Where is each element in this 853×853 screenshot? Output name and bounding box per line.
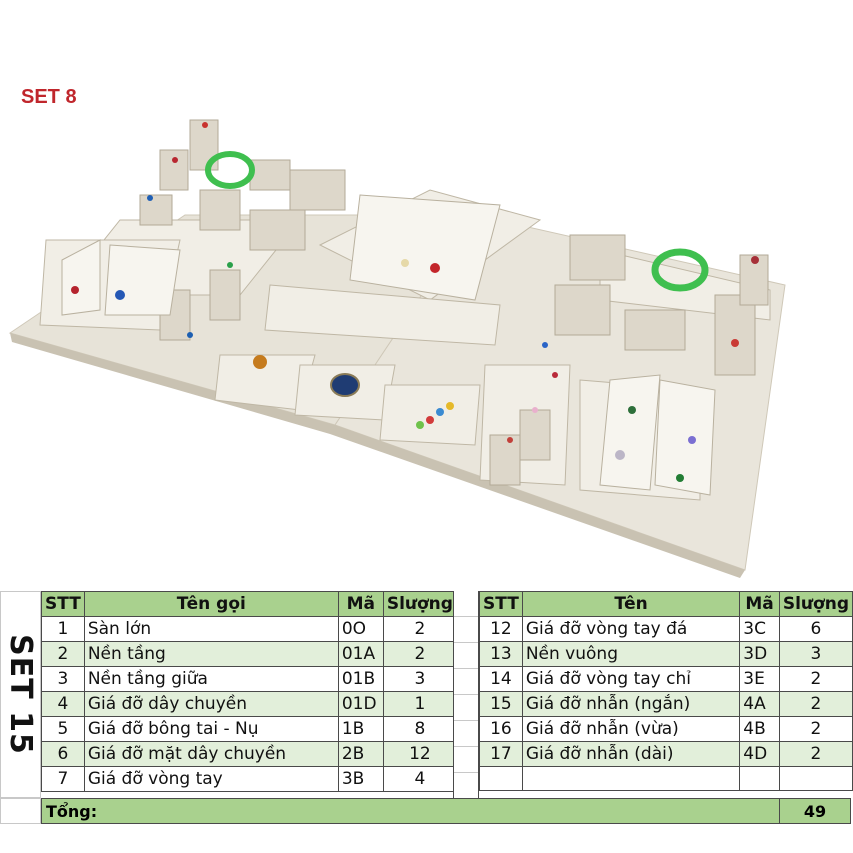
cell-code: 3C <box>739 616 780 642</box>
cell-stt: 16 <box>479 716 523 742</box>
header-code: Mã <box>337 591 384 617</box>
total-separator <box>779 799 780 823</box>
product-table: SET 15 STT Tên gọi Mã Slượng 1 Sàn lớn 0… <box>0 591 853 827</box>
cell-qty: 2 <box>778 691 853 717</box>
cell-stt <box>479 766 523 791</box>
cell-code: 4A <box>739 691 780 717</box>
header-name: Tên gọi <box>83 591 339 617</box>
cell-code: 3D <box>739 641 780 667</box>
total-label: Tổng: <box>46 802 98 821</box>
cell-qty: 12 <box>382 741 457 767</box>
cell-code: 01A <box>337 641 384 667</box>
table-row: 15 Giá đỡ nhẫn (ngắn) 4A 2 <box>479 691 853 717</box>
cell-stt: 12 <box>479 616 523 642</box>
table-row <box>479 766 853 791</box>
cell-qty: 3 <box>778 641 853 667</box>
cell-qty: 2 <box>778 741 853 767</box>
cell-name: Nền vuông <box>521 641 741 667</box>
table-row: 7 Giá đỡ vòng tay 3B 4 <box>41 766 457 792</box>
table-row: 12 Giá đỡ vòng tay đá 3C 6 <box>479 616 853 642</box>
header-qty: Slượng <box>778 591 853 617</box>
header-stt: STT <box>479 591 523 617</box>
cell-name: Giá đỡ vòng tay chỉ <box>521 666 741 692</box>
cell-stt: 2 <box>41 641 85 667</box>
cell-qty: 6 <box>778 616 853 642</box>
cell-name: Giá đỡ dây chuyền <box>83 691 339 717</box>
total-value: 49 <box>803 802 827 821</box>
table-row: 13 Nền vuông 3D 3 <box>479 641 853 667</box>
cell-qty: 1 <box>382 691 457 717</box>
cell-code <box>739 766 780 791</box>
left-table-header: STT Tên gọi Mã Slượng <box>41 591 457 617</box>
cell-stt: 15 <box>479 691 523 717</box>
cell-qty: 2 <box>778 716 853 742</box>
table-row: 3 Nền tầng giữa 01B 3 <box>41 666 457 692</box>
cell-name: Giá đỡ vòng tay <box>83 766 339 792</box>
table-row: 14 Giá đỡ vòng tay chỉ 3E 2 <box>479 666 853 692</box>
cell-qty: 2 <box>382 616 457 642</box>
header-code: Mã <box>739 591 780 617</box>
table-gap-column <box>453 591 479 798</box>
cell-stt: 4 <box>41 691 85 717</box>
cell-name: Giá đỡ nhẫn (dài) <box>521 741 741 767</box>
table-row: 6 Giá đỡ mặt dây chuyền 2B 12 <box>41 741 457 767</box>
side-label-text: SET 15 <box>3 634 39 755</box>
side-label: SET 15 <box>0 591 41 798</box>
cell-qty <box>778 766 853 791</box>
cell-code: 0O <box>337 616 384 642</box>
cell-name: Giá đỡ mặt dây chuyền <box>83 741 339 767</box>
cell-name: Nền tầng <box>83 641 339 667</box>
table-row: 4 Giá đỡ dây chuyền 01D 1 <box>41 691 457 717</box>
header-qty: Slượng <box>382 591 457 617</box>
cell-code: 2B <box>337 741 384 767</box>
cell-stt: 5 <box>41 716 85 742</box>
cell-stt: 7 <box>41 766 85 792</box>
cell-name: Nền tầng giữa <box>83 666 339 692</box>
cell-qty: 2 <box>778 666 853 692</box>
right-table-header: STT Tên Mã Slượng <box>479 591 853 617</box>
right-table: STT Tên Mã Slượng 12 Giá đỡ vòng tay đá … <box>479 591 853 791</box>
cell-qty: 2 <box>382 641 457 667</box>
cell-name: Sàn lớn <box>83 616 339 642</box>
cell-code: 3E <box>739 666 780 692</box>
cell-stt: 14 <box>479 666 523 692</box>
table-row: 2 Nền tầng 01A 2 <box>41 641 457 667</box>
cell-code: 4D <box>739 741 780 767</box>
cell-name <box>521 766 741 791</box>
cell-stt: 3 <box>41 666 85 692</box>
cell-qty: 8 <box>382 716 457 742</box>
cell-name: Giá đỡ bông tai - Nụ <box>83 716 339 742</box>
cell-stt: 1 <box>41 616 85 642</box>
cell-stt: 6 <box>41 741 85 767</box>
table-row: 17 Giá đỡ nhẫn (dài) 4D 2 <box>479 741 853 767</box>
cell-code: 4B <box>739 716 780 742</box>
cell-code: 1B <box>337 716 384 742</box>
total-row: Tổng: 49 <box>41 798 851 824</box>
left-table: STT Tên gọi Mã Slượng 1 Sàn lớn 0O 2 2 N… <box>41 591 457 792</box>
cell-stt: 17 <box>479 741 523 767</box>
cell-qty: 4 <box>382 766 457 792</box>
cell-name: Giá đỡ nhẫn (ngắn) <box>521 691 741 717</box>
cell-code: 01B <box>337 666 384 692</box>
jewelry-display-photo <box>0 100 853 580</box>
cell-code: 01D <box>337 691 384 717</box>
photo-title: SET 8 <box>21 86 77 108</box>
cell-name: Giá đỡ nhẫn (vừa) <box>521 716 741 742</box>
cell-code: 3B <box>337 766 384 792</box>
header-name: Tên <box>521 591 741 617</box>
table-row: 1 Sàn lớn 0O 2 <box>41 616 457 642</box>
side-label-blank <box>0 798 41 824</box>
cell-name: Giá đỡ vòng tay đá <box>521 616 741 642</box>
table-row: 16 Giá đỡ nhẫn (vừa) 4B 2 <box>479 716 853 742</box>
header-stt: STT <box>41 591 85 617</box>
table-row: 5 Giá đỡ bông tai - Nụ 1B 8 <box>41 716 457 742</box>
cell-stt: 13 <box>479 641 523 667</box>
cell-qty: 3 <box>382 666 457 692</box>
